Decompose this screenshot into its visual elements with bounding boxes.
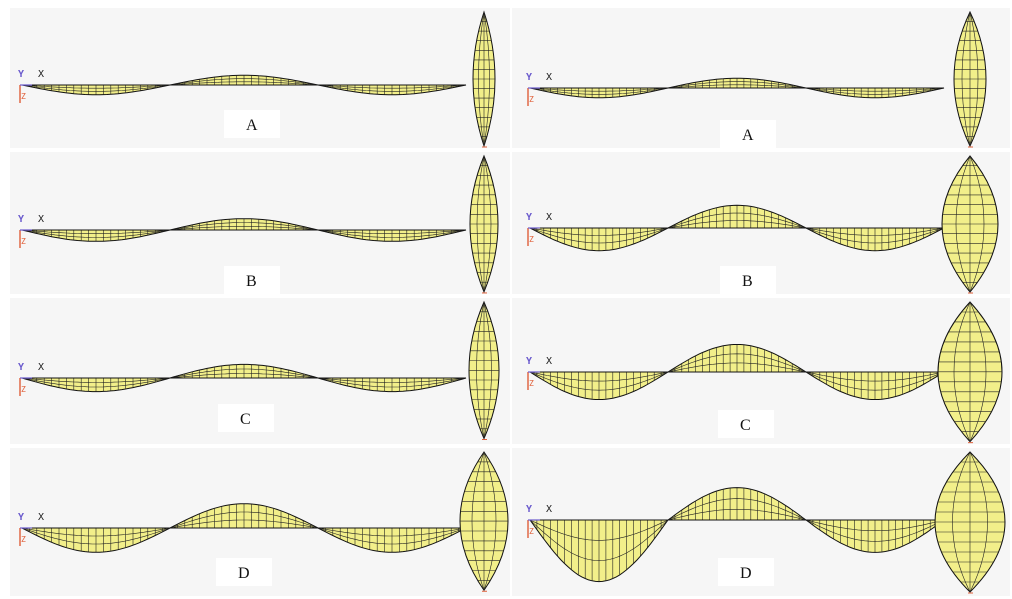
axis-triad: Y X Z xyxy=(526,356,552,390)
axis-y-label: Y xyxy=(526,212,532,223)
case-label: D xyxy=(238,565,250,582)
beam-mesh xyxy=(529,487,945,582)
axis-x-label: X xyxy=(38,69,44,80)
mode-panel-c: Y X Z C xyxy=(10,298,510,444)
beam-mesh xyxy=(21,364,467,392)
mode-panel-a: Y X Z A xyxy=(512,8,1010,148)
mode-panel-c: Y X Z C xyxy=(512,298,1010,444)
axis-y-label: Y xyxy=(18,69,24,80)
beam-mesh xyxy=(21,218,467,242)
beam-mesh xyxy=(529,205,945,251)
spindle-mesh xyxy=(469,301,499,439)
spindle-mesh xyxy=(460,451,508,591)
axis-y-label: Y xyxy=(526,504,532,515)
axis-x-label: X xyxy=(38,362,44,373)
axis-z-label: Z xyxy=(21,385,26,394)
axis-triad: Y X Z xyxy=(526,504,552,538)
spindle-mesh xyxy=(473,11,495,147)
right-column: Y X Z A Y X Z B Y X Z C Y X Z D xyxy=(512,8,1010,596)
axis-y-label: Y xyxy=(526,356,532,367)
axis-x-label: X xyxy=(546,504,552,515)
axis-triad: Y X Z xyxy=(18,362,44,396)
axis-z-label: Z xyxy=(21,237,26,246)
axis-triad: Y X Z xyxy=(18,69,44,103)
spindle-mesh xyxy=(954,11,986,147)
axis-z-label: Z xyxy=(529,379,534,388)
mode-panel-d: Y X Z D xyxy=(10,448,510,596)
axis-triad: Y X Z xyxy=(526,72,552,106)
axis-z-label: Z xyxy=(21,92,26,101)
spindle-mesh xyxy=(942,155,998,293)
axis-x-label: X xyxy=(38,214,44,225)
axis-triad: Y X Z xyxy=(18,214,44,248)
axis-x-label: X xyxy=(546,212,552,223)
beam-mesh xyxy=(21,503,467,553)
axis-z-label: Z xyxy=(21,535,26,544)
axis-x-label: X xyxy=(546,72,552,83)
case-label: D xyxy=(740,565,752,582)
axis-y-label: Y xyxy=(526,72,532,83)
axis-triad: Y X Z xyxy=(526,212,552,246)
case-label: C xyxy=(740,417,751,434)
beam-mesh xyxy=(529,344,945,400)
axis-y-label: Y xyxy=(18,512,24,523)
mode-panel-b: Y X Z B xyxy=(512,152,1010,294)
case-label: A xyxy=(246,117,258,134)
beam-mesh xyxy=(529,78,945,98)
axis-x-label: X xyxy=(38,512,44,523)
axis-z-label: Z xyxy=(529,235,534,244)
axis-z-label: Z xyxy=(529,95,534,104)
axis-x-label: X xyxy=(546,356,552,367)
mode-panel-b: Y X Z B xyxy=(10,152,510,294)
axis-triad: Y X Z xyxy=(18,512,44,546)
case-label: B xyxy=(246,273,257,290)
axis-z-label: Z xyxy=(529,527,534,536)
case-label: C xyxy=(240,411,251,428)
spindle-mesh xyxy=(938,301,1002,442)
beam-mesh xyxy=(21,75,467,95)
spindle-mesh xyxy=(470,155,498,293)
case-label: B xyxy=(742,273,753,290)
spindle-mesh xyxy=(935,451,1005,593)
mode-panel-d: Y X Z D xyxy=(512,448,1010,596)
axis-y-label: Y xyxy=(18,214,24,225)
axis-y-label: Y xyxy=(18,362,24,373)
mode-panel-a: Y X Z A xyxy=(10,8,510,148)
left-column: Y X Z A Y X Z B Y X Z C Y X Z D xyxy=(10,8,510,596)
case-label: A xyxy=(742,127,754,144)
